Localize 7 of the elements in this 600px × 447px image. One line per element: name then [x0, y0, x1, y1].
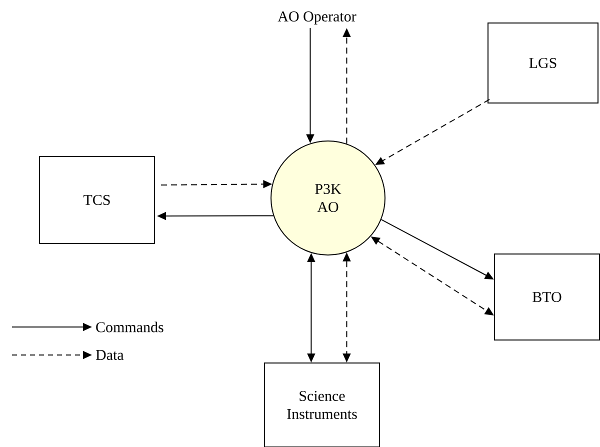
system-box: TCS — [39, 156, 155, 244]
system-box: BTO — [494, 253, 600, 340]
system-box: LGS — [488, 22, 598, 104]
legend-label: Commands — [96, 322, 164, 332]
actor-label: AO Operator — [278, 11, 356, 25]
system-box: Science Instruments — [264, 362, 380, 447]
legend-label: Data — [96, 350, 124, 360]
